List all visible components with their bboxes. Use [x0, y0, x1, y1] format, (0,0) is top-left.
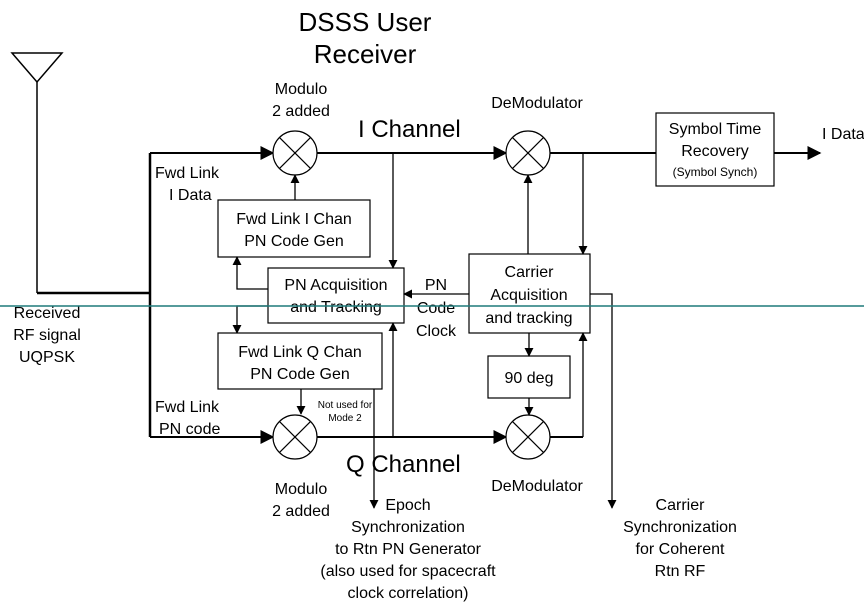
pn-code-gen-q-block: Fwd Link Q Chan PN Code Gen	[217, 332, 383, 390]
demodulator-i-mixer	[505, 130, 551, 176]
i-channel-label: I Channel	[358, 116, 461, 143]
carrier-acq-line3: and tracking	[485, 310, 572, 327]
symbol-time-line3: (Symbol Synch)	[673, 165, 758, 179]
pn-clock-label-line1: PN	[425, 277, 447, 294]
modulo-q-label-line1: Modulo	[275, 481, 328, 498]
modulo-q-mixer	[272, 414, 318, 460]
pn-clock-label-line2: Code	[417, 300, 455, 317]
modulo-i-mixer	[272, 130, 318, 176]
pn-gen-q-line1: Fwd Link Q Chan	[238, 344, 362, 361]
epoch-line3: to Rtn PN Generator	[335, 541, 482, 558]
symbol-time-line2: Recovery	[681, 143, 749, 160]
carrier-acquisition-block: Carrier Acquisition and tracking	[468, 253, 591, 334]
not-used-label-line1: Not used for	[318, 400, 373, 411]
fwd-pn-label-line2: PN code	[159, 421, 220, 438]
carrier-acq-line1: Carrier	[505, 264, 555, 281]
demodulator-q-mixer	[505, 414, 551, 460]
title-line1: DSSS User	[299, 7, 432, 37]
pn-acq-line1: PN Acquisition	[284, 277, 387, 294]
demodulator-i-label: DeModulator	[491, 95, 583, 112]
carrier-sync-line4: Rtn RF	[655, 563, 706, 580]
pn-code-gen-i-block: Fwd Link I Chan PN Code Gen	[217, 199, 371, 258]
antenna-label-line2: RF signal	[13, 327, 81, 344]
symbol-time-line1: Symbol Time	[669, 121, 762, 138]
title-line2: Receiver	[314, 39, 417, 69]
pn-acq-to-gen-q-wire	[232, 305, 268, 334]
carrier-sync-line3: for Coherent	[636, 541, 725, 558]
antenna-label-line1: Received	[14, 305, 81, 322]
fwd-i-label-line2: I Data	[169, 187, 212, 204]
q-channel-label: Q Channel	[346, 451, 461, 478]
antenna-icon	[10, 52, 64, 293]
epoch-line1: Epoch	[385, 497, 430, 514]
fwd-pn-label-line1: Fwd Link	[155, 399, 220, 416]
carrier-sync-line2: Synchronization	[623, 519, 737, 536]
modulo-i-label-line1: Modulo	[275, 81, 328, 98]
carrier-acq-line2: Acquisition	[490, 287, 567, 304]
modulo-i-label-line2: 2 added	[272, 103, 330, 120]
symbol-time-recovery-block: Symbol Time Recovery (Symbol Synch)	[655, 112, 775, 187]
epoch-line4: (also used for spacecraft	[320, 563, 496, 580]
phase-shift-90deg-block: 90 deg	[487, 355, 571, 399]
pn-clock-label-line3: Clock	[416, 323, 457, 340]
i-data-label: I Data	[822, 126, 864, 143]
carrier-sync-line1: Carrier	[656, 497, 706, 514]
not-used-label-line2: Mode 2	[328, 413, 362, 424]
fwd-i-label-line1: Fwd Link	[155, 165, 220, 182]
pn-gen-i-line2: PN Code Gen	[244, 233, 344, 250]
modulo-q-label-line2: 2 added	[272, 503, 330, 520]
pn-gen-i-line1: Fwd Link I Chan	[236, 211, 352, 228]
pn-acq-line2: and Tracking	[290, 299, 382, 316]
pn-acq-to-gen-i-wire	[232, 256, 268, 290]
antenna-label-line3: UQPSK	[19, 349, 75, 366]
deg90-label: 90 deg	[505, 370, 554, 387]
demodulator-q-label: DeModulator	[491, 478, 583, 495]
epoch-line2: Synchronization	[351, 519, 465, 536]
epoch-line5: clock correlation)	[348, 585, 469, 602]
pn-acquisition-block: PN Acquisition and Tracking	[267, 267, 405, 324]
carrier-sync-output-wire	[590, 293, 617, 509]
pn-gen-q-line2: PN Code Gen	[250, 366, 350, 383]
